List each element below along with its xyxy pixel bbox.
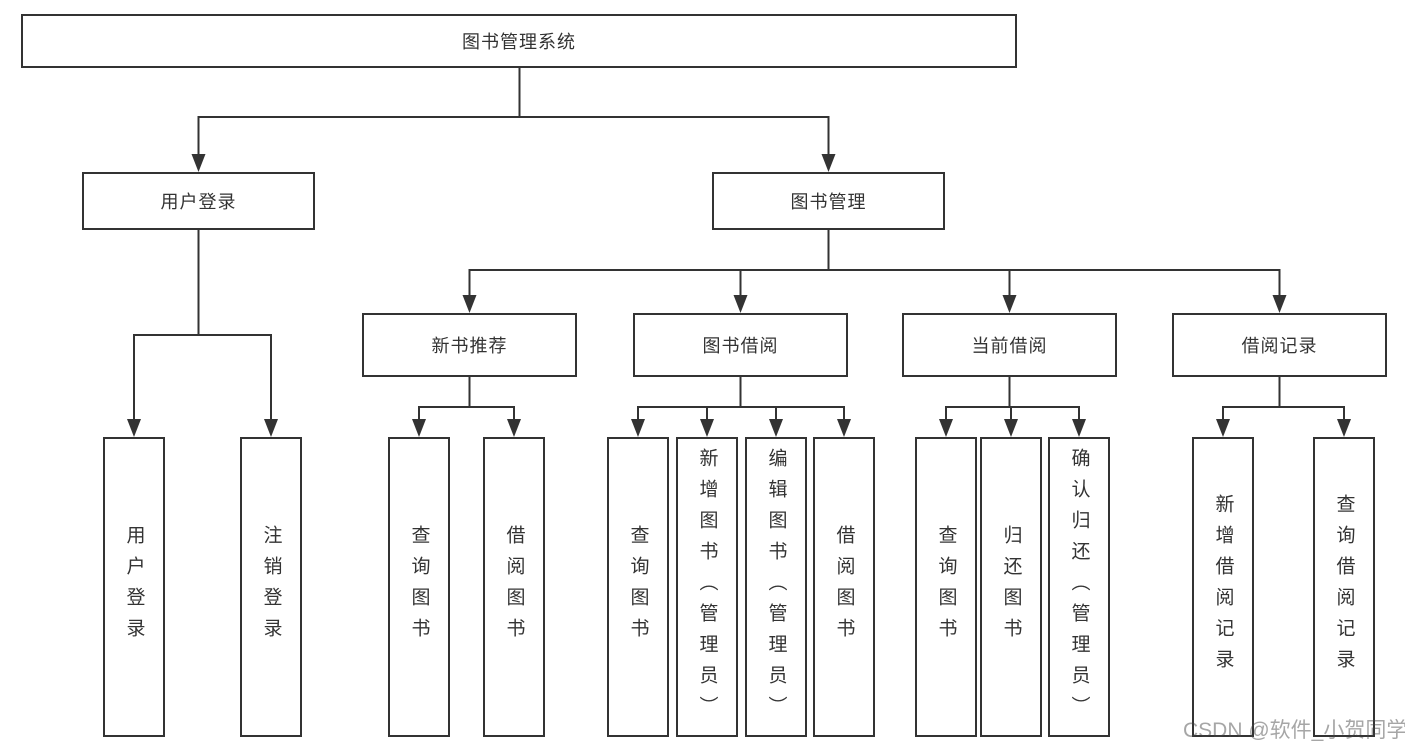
leaf-logout: 注销登录 — [240, 437, 302, 737]
leaf-borrow-books-recommend-label: 借阅图书 — [503, 525, 525, 649]
leaf-user-login: 用户登录 — [103, 437, 165, 737]
node-user-login: 用户登录 — [82, 172, 315, 230]
leaf-add-books-admin-label: 新增图书（管理员） — [696, 447, 718, 727]
leaf-add-borrow-record: 新增借阅记录 — [1192, 437, 1254, 737]
leaf-query-books-current-label: 查询图书 — [935, 525, 957, 649]
leaf-logout-label: 注销登录 — [260, 525, 282, 649]
leaf-query-books-current: 查询图书 — [915, 437, 977, 737]
node-root-label: 图书管理系统 — [462, 32, 576, 52]
node-book-borrowing-label: 图书借阅 — [702, 336, 779, 356]
node-new-book-recommend-label: 新书推荐 — [431, 336, 508, 356]
node-borrow-records: 借阅记录 — [1172, 313, 1387, 377]
node-borrow-records-label: 借阅记录 — [1241, 336, 1318, 356]
node-current-borrowing-label: 当前借阅 — [971, 336, 1048, 356]
node-user-login-label: 用户登录 — [160, 192, 237, 212]
leaf-query-books-recommend: 查询图书 — [388, 437, 450, 737]
leaf-query-books-borrowing-label: 查询图书 — [627, 525, 649, 649]
leaf-confirm-return-admin-label: 确认归还（管理员） — [1068, 447, 1090, 727]
leaf-confirm-return-admin: 确认归还（管理员） — [1048, 437, 1110, 737]
node-root: 图书管理系统 — [21, 14, 1017, 68]
leaf-query-books-recommend-label: 查询图书 — [408, 525, 430, 649]
leaf-return-books-label: 归还图书 — [1000, 525, 1022, 649]
leaf-borrow-books-recommend: 借阅图书 — [483, 437, 545, 737]
arrowheads — [127, 154, 1351, 437]
csdn-watermark: CSDN @软件_小贺同学 — [1183, 719, 1405, 742]
node-book-management-label: 图书管理 — [790, 192, 867, 212]
leaf-edit-books-admin-label: 编辑图书（管理员） — [765, 447, 787, 727]
node-book-borrowing: 图书借阅 — [633, 313, 848, 377]
leaf-add-books-admin: 新增图书（管理员） — [676, 437, 738, 737]
leaf-query-borrow-record: 查询借阅记录 — [1313, 437, 1375, 737]
leaf-edit-books-admin: 编辑图书（管理员） — [745, 437, 807, 737]
node-new-book-recommend: 新书推荐 — [362, 313, 577, 377]
leaf-query-borrow-record-label: 查询借阅记录 — [1333, 494, 1355, 680]
leaf-borrow-books: 借阅图书 — [813, 437, 875, 737]
leaf-user-login-label: 用户登录 — [123, 525, 145, 649]
leaf-query-books-borrowing: 查询图书 — [607, 437, 669, 737]
connector-paths — [133, 68, 1345, 421]
node-current-borrowing: 当前借阅 — [902, 313, 1117, 377]
leaf-add-borrow-record-label: 新增借阅记录 — [1212, 494, 1234, 680]
leaf-return-books: 归还图书 — [980, 437, 1042, 737]
leaf-borrow-books-label: 借阅图书 — [833, 525, 855, 649]
node-book-management: 图书管理 — [712, 172, 945, 230]
